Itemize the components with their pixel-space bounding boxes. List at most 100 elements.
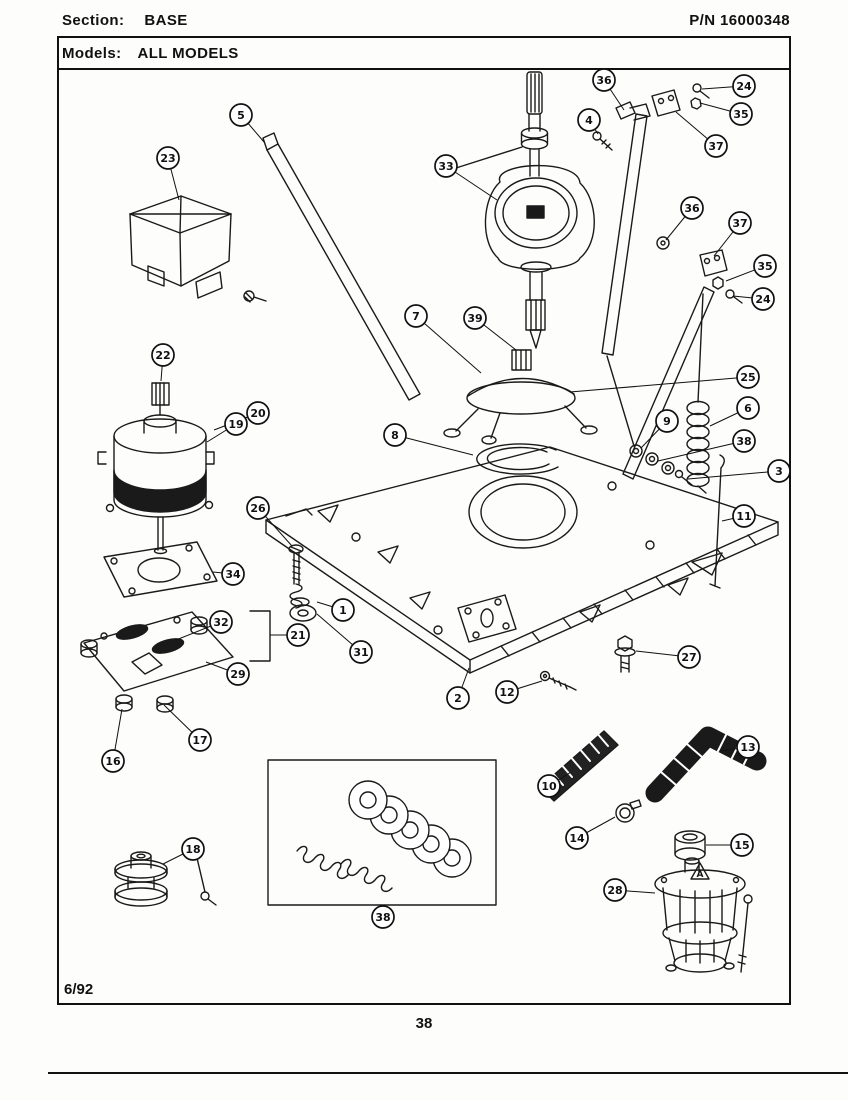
section-value: BASE: [144, 12, 188, 29]
page-number: 38: [415, 1015, 433, 1032]
callout-number-33: 33: [438, 160, 453, 173]
callout-balloon-24: [732, 74, 756, 98]
callout-number-5: 5: [237, 109, 245, 122]
callout-balloon-31: [349, 640, 373, 664]
callout-number-4: 4: [585, 114, 593, 127]
callout-balloon-33: [434, 154, 458, 178]
callout-balloon-38: [371, 905, 395, 929]
callout-number-10: 10: [541, 780, 557, 793]
callout-number-28: 28: [607, 884, 622, 897]
callout-number-22: 22: [155, 349, 170, 362]
callout-leader-3: [687, 470, 780, 480]
callout-number-26: 26: [250, 502, 266, 515]
callout-number-16: 16: [105, 755, 121, 768]
part-base-plate: [265, 446, 779, 674]
part-motor-mount-plate: [103, 541, 218, 598]
callout-balloon-35: [729, 102, 753, 126]
callout-balloon-18: [181, 837, 205, 861]
callout-number-35: 35: [757, 260, 772, 273]
callout-number-18: 18: [185, 843, 200, 856]
callout-balloon-12: [495, 680, 519, 704]
callout-balloon-2: [446, 686, 470, 710]
callout-balloon-11: [732, 504, 756, 528]
part-shaft-support: [443, 349, 598, 445]
callout-balloon-14: [565, 826, 589, 850]
callout-balloon-6: [736, 396, 760, 420]
callout-balloon-5: [229, 103, 253, 127]
callout-balloon-23: [156, 146, 180, 170]
part-bolt-27: [614, 635, 636, 673]
callout-number-8: 8: [391, 429, 399, 442]
part-transmission: [455, 71, 595, 349]
callout-balloon-9: [655, 409, 679, 433]
callout-balloon-36: [680, 196, 704, 220]
callout-balloon-38: [732, 429, 756, 453]
callout-balloon-7: [404, 304, 428, 328]
callout-balloon-3: [767, 459, 791, 483]
callout-number-32: 32: [213, 616, 228, 629]
callout-number-38: 38: [736, 435, 751, 448]
callout-number-9: 9: [663, 415, 671, 428]
pump-flag-label: A: [697, 870, 704, 880]
callout-number-20: 20: [250, 407, 266, 420]
callout-leader-38: [657, 440, 745, 462]
callout-number-31: 31: [353, 646, 368, 659]
callout-number-13: 13: [740, 741, 755, 754]
callout-leader-25: [569, 376, 749, 393]
callout-balloon-27: [677, 645, 701, 669]
part-inlet-fitting: [674, 830, 706, 861]
callout-balloon-10: [537, 774, 561, 798]
callout-number-39: 39: [467, 312, 482, 325]
callout-number-17: 17: [192, 734, 207, 747]
section-header: Section:BASE: [62, 12, 188, 29]
callout-number-7: 7: [412, 310, 420, 323]
part-hardware-upper: [592, 83, 710, 151]
callout-number-25: 25: [740, 371, 755, 384]
part-number: P/N 16000348: [689, 12, 790, 29]
part-roller-carriage: [80, 610, 271, 713]
callout-balloon-36: [592, 68, 616, 92]
callout-number-19: 19: [228, 418, 243, 431]
callout-balloon-19: [224, 412, 248, 436]
callout-balloon-8: [383, 423, 407, 447]
callout-balloon-34: [221, 562, 245, 586]
callout-number-6: 6: [744, 402, 752, 415]
callout-number-3: 3: [775, 465, 783, 478]
part-leveling-rod: [709, 454, 725, 589]
callout-leader-7: [415, 315, 482, 374]
callout-number-11: 11: [736, 510, 751, 523]
part-base-shield: [129, 195, 267, 303]
callout-number-34: 34: [225, 568, 241, 581]
callout-number-29: 29: [230, 668, 245, 681]
callout-balloon-17: [188, 728, 212, 752]
callout-number-23: 23: [160, 152, 175, 165]
part-hose-clamp: [615, 799, 642, 823]
part-washers: [629, 444, 693, 486]
callout-number-21: 21: [290, 629, 305, 642]
part-pump: A: [654, 857, 753, 973]
part-pulley: [114, 851, 217, 907]
callout-number-36: 36: [684, 202, 700, 215]
callout-number-35: 35: [733, 108, 748, 121]
callout-balloon-37: [704, 134, 728, 158]
callout-balloon-13: [736, 735, 760, 759]
callout-number-1: 1: [339, 604, 347, 617]
callout-number-15: 15: [734, 839, 749, 852]
callout-balloon-21: [286, 623, 310, 647]
callout-number-37: 37: [708, 140, 723, 153]
part-brace-rear-left: [601, 103, 651, 447]
models-value: ALL MODELS: [137, 45, 239, 62]
callout-balloon-26: [246, 496, 270, 520]
callout-balloon-20: [246, 401, 270, 425]
callout-balloon-28: [603, 878, 627, 902]
callout-balloon-35: [753, 254, 777, 278]
callout-balloon-1: [331, 598, 355, 622]
part-screw-12: [539, 670, 577, 691]
callout-balloon-32: [209, 610, 233, 634]
part-brace-rear-right: [622, 286, 715, 480]
callout-number-14: 14: [569, 832, 585, 845]
callout-number-36: 36: [596, 74, 612, 87]
callout-balloon-16: [101, 749, 125, 773]
